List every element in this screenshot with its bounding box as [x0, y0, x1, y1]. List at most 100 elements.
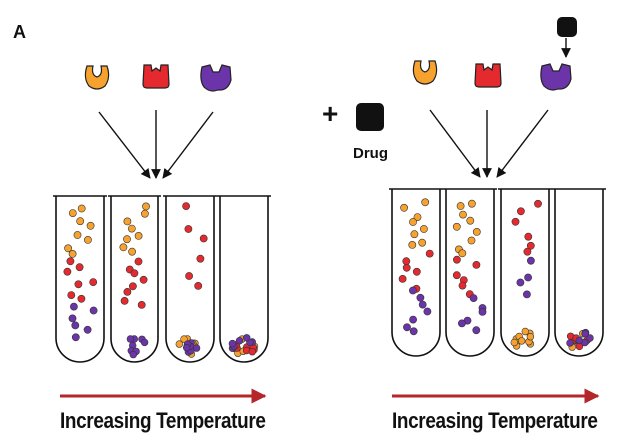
tube-left-2-dot [139, 275, 148, 284]
tube-right-4-pellet-dot [581, 330, 589, 338]
tube-right-1-dot [403, 323, 411, 332]
tube-left-3-dot [196, 254, 205, 263]
tube-left-2-dot [119, 243, 128, 252]
tube-left-3-pellet-dot [183, 344, 191, 352]
tube-right-3-dot [527, 256, 535, 265]
tube-left-1-dot [74, 280, 83, 289]
plus-sign: + [322, 98, 339, 129]
tube-left-1 [55, 196, 105, 363]
tube-left-2-dot [123, 235, 131, 244]
tube-right-1-dot [409, 315, 417, 324]
tube-left-1-dot [86, 221, 95, 230]
tube-left-2-pellet-dot [126, 335, 135, 343]
tube-left-1-dot [84, 235, 92, 244]
tube-right-2-dot [457, 319, 466, 328]
tube-right-1-dot [410, 230, 419, 239]
red-protein-icon-right [474, 63, 502, 88]
arrow-orange-right [429, 109, 481, 178]
tube-left-1-dot [71, 321, 80, 330]
red-protein-icon-left [142, 64, 170, 89]
tube-left-1-dot [70, 302, 78, 311]
tube-left-1-dot [68, 249, 77, 258]
tube-left-2-dot [128, 282, 137, 291]
tube-right-1-dot [408, 286, 417, 295]
arrow-purple-left [162, 111, 214, 179]
tube-right-3-dot [516, 278, 525, 287]
tube-left-2 [110, 196, 159, 363]
orange-protein-icon-right [412, 60, 438, 85]
tube-left-3-dot [194, 281, 203, 290]
tube-right-2-dot [472, 260, 481, 269]
tube-right-2-dot [467, 199, 476, 208]
tube-right-3-dot [524, 273, 532, 282]
drug-square-icon [356, 103, 384, 131]
tube-left-2-dot [128, 247, 136, 256]
tube-left-4 [219, 196, 269, 363]
tube-right-3-dot [523, 247, 532, 256]
tube-left-3-dot [182, 202, 190, 210]
tube-right-3-dot [523, 290, 531, 299]
tube-right-2-dot [458, 249, 467, 258]
orange-protein-icon-left [84, 65, 110, 90]
tube-left-1-dot [67, 291, 76, 299]
tube-left-4-pellet-dot [243, 334, 251, 342]
tube-right-3 [500, 189, 550, 357]
tube-right-1-dot [413, 213, 422, 221]
tube-right-2-dot [469, 294, 478, 302]
tube-left-1-dot [63, 267, 72, 276]
tube-right-1-dot [425, 249, 434, 258]
tube-left-1-dot [66, 257, 75, 266]
tube-right-2-dot [478, 307, 487, 316]
tube-right-1-dot [416, 293, 425, 302]
arrow-purple-right [496, 109, 549, 178]
tube-right-2-dot [458, 281, 467, 290]
tube-left-3 [165, 196, 215, 363]
tube-left-2-dot [123, 217, 132, 226]
tube-right-1-dot [418, 238, 427, 247]
tube-right-4-pellet-dot [575, 336, 583, 345]
axis-label-right: Increasing Temperature [392, 408, 598, 433]
purple-protein-icon-left [200, 64, 232, 92]
tube-left-3-dot [185, 272, 193, 280]
purple-protein-icon-right [540, 63, 572, 91]
tube-left-1-dot [73, 231, 82, 239]
tube-right-2-dot [452, 255, 461, 264]
axis-label-left: Increasing Temperature [60, 408, 266, 433]
tube-left-2-pellet-dot [140, 338, 149, 347]
tube-left-1-dot [77, 294, 86, 303]
tube-right-2-dot [466, 216, 475, 225]
tube-right-3-dot [517, 207, 525, 216]
tube-left-2-dot [134, 231, 143, 240]
tube-right-3-pellet-dot [510, 338, 518, 347]
tube-right-3-dot [534, 199, 542, 208]
tube-left-4-pellet-dot [228, 339, 237, 348]
tube-right-4 [554, 189, 604, 357]
tube-right-3-pellet-dot [517, 337, 526, 345]
tube-left-2-dot [134, 257, 143, 266]
tube-right-2-dot [456, 202, 465, 210]
tube-left-1-dot [77, 204, 86, 213]
drug-label: Drug [353, 145, 388, 162]
tube-right-2-dot [459, 210, 467, 219]
tube-left-1-dot [75, 263, 84, 272]
tube-left-1-dot [71, 333, 80, 342]
tube-left-4-pellet-dot [248, 348, 257, 356]
tube-right-2-dot [472, 326, 481, 335]
tube-right-1-dot [419, 225, 428, 233]
tube-right-1-dot [409, 218, 417, 226]
tube-left-1-dot [64, 244, 72, 253]
tube-left-2-dot [140, 209, 149, 218]
tube-right-2-dot [472, 227, 481, 236]
tube-left-2-pellet-dot [129, 350, 138, 359]
tube-right-1-dot [400, 203, 408, 212]
tube-right-1-dot [402, 263, 411, 272]
tube-left-3-pellet-dot [175, 340, 184, 348]
tube-left-3-dot [199, 234, 208, 243]
tube-right-2-dot [452, 222, 461, 231]
tube-right-2-dot [467, 236, 476, 245]
tube-left-2-dot [142, 202, 150, 211]
tube-right-1-dot [398, 274, 407, 283]
tube-right-1-dot [423, 307, 432, 316]
tube-left-1-dot [89, 278, 98, 286]
tube-left-2-dot [130, 269, 139, 278]
